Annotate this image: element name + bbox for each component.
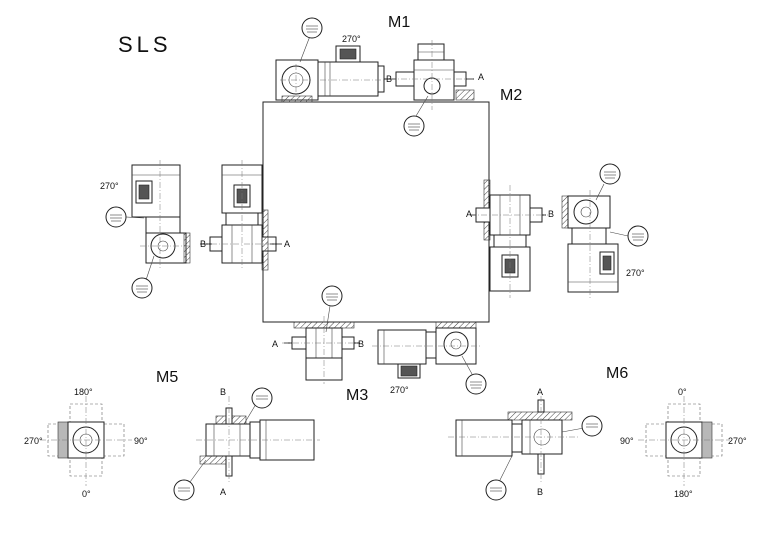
- m1-gearmotor: [275, 45, 386, 103]
- m5-terminal-box-positions: [40, 396, 132, 486]
- right-outer-callout-upper: [595, 163, 621, 201]
- left-inner-gearmotor: [200, 160, 282, 271]
- m1-nameplate-callout: [299, 17, 323, 63]
- m6-terminal-box-positions: [638, 396, 730, 486]
- m6-angle-right: 270°: [728, 436, 747, 446]
- m1-label: M1: [388, 14, 410, 31]
- m6-side-gearmotor: [448, 396, 580, 484]
- left-outer-callout-upper: [105, 206, 145, 228]
- m2-label: M2: [500, 87, 522, 104]
- m6-shaft-a: A: [537, 387, 543, 397]
- m5-side-callouts: [173, 387, 273, 501]
- m5-angle-left: 270°: [24, 436, 43, 446]
- m6-angle-top: 0°: [678, 387, 687, 397]
- left-inner-shaft-a: A: [284, 239, 290, 249]
- m2-shaft-b: B: [386, 74, 392, 84]
- m3-left-gearmotor: [282, 316, 360, 384]
- m6-side-callouts: [485, 415, 603, 501]
- m5-label: M5: [156, 369, 178, 386]
- m2-shaft-a: A: [478, 72, 484, 82]
- right-outer-callout-lower: [609, 225, 649, 247]
- right-inner-shaft-a: A: [466, 209, 472, 219]
- m1-box-angle: 270°: [342, 34, 361, 44]
- m5-angle-bottom: 0°: [82, 489, 91, 499]
- m3-nameplate-callout: [321, 285, 343, 333]
- left-outer-gearmotor: [131, 160, 191, 268]
- mounting-wall-block: [262, 101, 490, 323]
- left-inner-shaft-b: B: [200, 239, 206, 249]
- m6-label: M6: [606, 365, 628, 382]
- m2-gearmotor: [384, 40, 475, 110]
- right-outer-gearmotor: [561, 190, 619, 298]
- right-inner-gearmotor: [470, 179, 548, 298]
- diagram-title: SLS: [118, 32, 172, 57]
- m5-shaft-a: A: [220, 487, 226, 497]
- right-outer-angle: 270°: [626, 268, 645, 278]
- m6-angle-left: 90°: [620, 436, 634, 446]
- m3-right-callout: [461, 355, 487, 395]
- m3-box-angle: 270°: [390, 385, 409, 395]
- m2-nameplate-callout: [403, 95, 429, 137]
- left-outer-callout-lower: [131, 255, 155, 299]
- m5-side-gearmotor: [196, 396, 320, 484]
- m5-shaft-b: B: [220, 387, 226, 397]
- m3-shaft-a: A: [272, 339, 278, 349]
- m3-label: M3: [346, 387, 368, 404]
- m5-angle-right: 90°: [134, 436, 148, 446]
- m6-shaft-b: B: [537, 487, 543, 497]
- m5-angle-top: 180°: [74, 387, 93, 397]
- left-outer-angle: 270°: [100, 181, 119, 191]
- m6-angle-bottom: 180°: [674, 489, 693, 499]
- m3-shaft-b: B: [358, 339, 364, 349]
- m3-right-gearmotor: [372, 321, 480, 379]
- right-inner-shaft-b: B: [548, 209, 554, 219]
